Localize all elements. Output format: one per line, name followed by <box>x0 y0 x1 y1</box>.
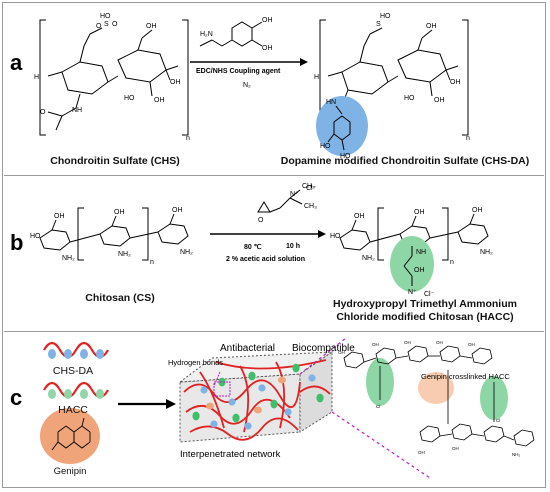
svg-text:HO: HO <box>320 143 331 150</box>
svg-text:OH: OH <box>114 209 125 216</box>
legend-genipin-label: Genipin <box>53 466 87 477</box>
svg-text:OH: OH <box>404 340 411 345</box>
property-antibacterial: Antibacterial <box>220 343 276 354</box>
svg-text:NH₂: NH₂ <box>480 249 493 256</box>
svg-text:OH: OH <box>170 79 181 86</box>
svg-text:H: H <box>314 74 319 81</box>
svg-text:HO: HO <box>124 95 135 102</box>
figure-frame <box>2 2 546 488</box>
network-caption: Interpenetrated network <box>180 449 281 460</box>
svg-text:O: O <box>258 217 264 224</box>
crosslink-structure: OH OH OH OH OH Cl Cl OH OH NH₂ <box>338 340 535 457</box>
hydrogen-bonds-label: Hydrogen bonds <box>168 358 224 367</box>
svg-text:NH₂: NH₂ <box>362 255 375 262</box>
svg-text:O: O <box>40 109 46 116</box>
genipin-highlight <box>40 408 100 464</box>
svg-text:CH₃: CH₃ <box>302 183 315 190</box>
svg-text:H₂N: H₂N <box>200 31 213 38</box>
separator-ab <box>4 175 544 176</box>
svg-text:NH₂: NH₂ <box>62 255 75 262</box>
legend-hacc-label: HACC <box>58 404 88 416</box>
panel-a-product-caption: Dopamine modified Chondroitin Sulfate (C… <box>280 155 530 167</box>
svg-text:HO: HO <box>404 95 415 102</box>
svg-text:HO: HO <box>380 13 391 20</box>
svg-text:OH: OH <box>468 342 475 347</box>
panel-letter-b: b <box>10 230 24 255</box>
svg-text:n: n <box>450 259 454 266</box>
svg-text:NH₂: NH₂ <box>512 452 520 457</box>
svg-text:H: H <box>34 74 39 81</box>
zoom-line-top <box>299 337 347 375</box>
network-particles <box>192 363 324 430</box>
svg-text:Cl: Cl <box>496 418 500 423</box>
svg-text:NH: NH <box>416 249 426 256</box>
svg-text:N⁺: N⁺ <box>408 289 417 296</box>
svg-text:HO: HO <box>340 153 351 160</box>
panel-b-condition-solvent: 2 % acetic acid solution <box>226 256 305 263</box>
svg-text:HO: HO <box>30 233 41 240</box>
chs-da-legend-chain <box>43 341 109 359</box>
svg-text:N⁺: N⁺ <box>290 191 299 198</box>
svg-text:OH: OH <box>414 267 425 274</box>
legend-chs-da-label: CHS-DA <box>52 365 94 377</box>
panel-b-condition-temp: 80 ℃ <box>244 244 262 251</box>
svg-text:HO: HO <box>330 233 341 240</box>
svg-text:OH: OH <box>472 207 483 214</box>
svg-text:OH: OH <box>54 213 65 220</box>
svg-text:NH₂: NH₂ <box>180 249 193 256</box>
svg-text:O: O <box>112 21 118 28</box>
crosslink-caption: Genipin crosslinked HACC <box>421 372 510 381</box>
svg-text:n: n <box>186 135 190 142</box>
hacc-highlight <box>390 236 434 292</box>
svg-text:n: n <box>150 259 154 266</box>
svg-text:CH₃: CH₃ <box>304 203 317 210</box>
svg-text:OH: OH <box>146 23 157 30</box>
property-biocompatible: Biocompatible <box>292 343 355 354</box>
panel-a-reactant-caption: Chondroitin Sulfate (CHS) <box>50 155 180 167</box>
svg-text:NH₂: NH₂ <box>118 251 131 258</box>
panel-letter-c: c <box>10 385 23 410</box>
panel-a-reagent: EDC/NHS Coupling agent <box>196 68 281 75</box>
panel-b-condition-time: 10 h <box>286 243 301 250</box>
svg-text:OH: OH <box>436 340 443 345</box>
panel-a-condition: N₂ <box>243 82 251 89</box>
svg-text:OH: OH <box>418 450 425 455</box>
panel-b-reactant-caption: Chitosan (CS) <box>85 292 155 304</box>
svg-text:O: O <box>96 23 102 30</box>
zoom-line-bottom <box>331 411 431 479</box>
svg-text:S: S <box>376 21 381 28</box>
svg-text:n: n <box>466 135 470 142</box>
svg-text:OH: OH <box>262 45 273 52</box>
svg-text:OH: OH <box>450 79 461 86</box>
network-chains <box>183 359 331 441</box>
svg-text:OH: OH <box>154 97 165 104</box>
svg-text:OH: OH <box>414 209 425 216</box>
svg-text:HN: HN <box>326 99 336 106</box>
svg-text:OH: OH <box>452 446 459 451</box>
svg-text:OH: OH <box>426 23 437 30</box>
svg-text:NH: NH <box>72 107 82 114</box>
svg-text:OH: OH <box>338 350 345 355</box>
svg-text:OH: OH <box>354 213 365 220</box>
svg-text:OH: OH <box>372 342 379 347</box>
panel-c-graphic: OH OH OH OH OH Cl Cl OH OH NH₂ <box>40 337 535 479</box>
panel-b-product-line2: Chloride modified Chitosan (HACC) <box>336 311 514 323</box>
panel-a-structures: H O S O HO NH O OH OH OH HO n H₂N OH OH … <box>34 13 470 160</box>
svg-text:OH: OH <box>434 97 445 104</box>
svg-text:Cl: Cl <box>376 404 380 409</box>
hacc-legend-chain <box>43 381 109 399</box>
panel-letter-a: a <box>10 50 23 75</box>
svg-text:Cl⁻: Cl⁻ <box>424 291 435 298</box>
panel-b-product-line1: Hydroxypropyl Trimethyl Ammonium <box>333 298 517 310</box>
svg-text:HO: HO <box>100 13 111 20</box>
separator-bc <box>4 331 544 332</box>
panel-b-structures: HO OH NH₂ OH NH₂ n OH NH₂ O N⁺ Cl⁻ CH₃ C… <box>30 183 493 298</box>
svg-text:S: S <box>104 21 109 28</box>
svg-text:OH: OH <box>262 17 273 24</box>
svg-text:OH: OH <box>172 207 183 214</box>
svg-text:Cl⁻: Cl⁻ <box>306 185 317 192</box>
